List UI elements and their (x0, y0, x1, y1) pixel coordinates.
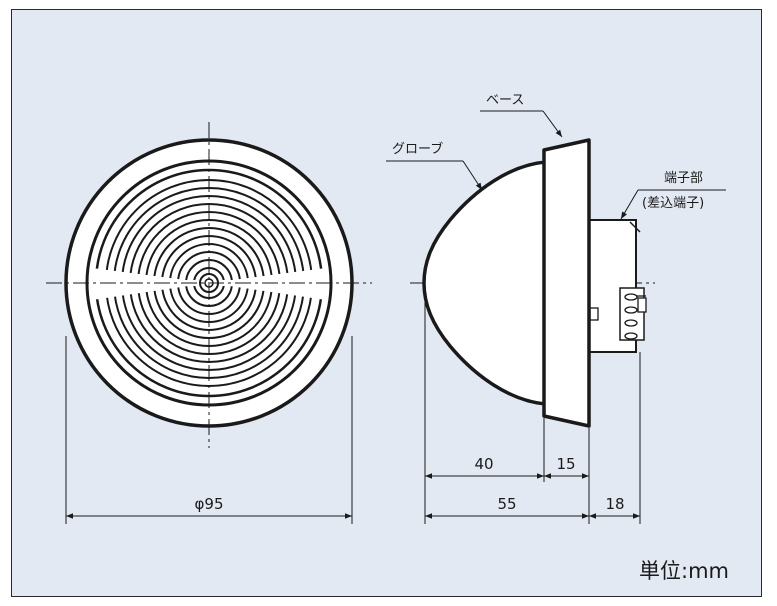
dim-globe-depth: 40 (474, 455, 493, 473)
dim-base-depth: 15 (556, 455, 575, 473)
front-view (46, 122, 372, 448)
callout-terminal: 端子部 (差込端子) (620, 171, 726, 220)
diameter-label: φ95 (195, 495, 224, 513)
callout-terminal-sub: (差込端子) (642, 196, 704, 211)
globe-dome (422, 160, 548, 406)
callout-base: ベース (480, 93, 563, 138)
callout-globe: グローブ (386, 141, 483, 191)
drawing-frame (11, 9, 762, 597)
callout-base-label: ベース (486, 93, 524, 108)
callout-globe-label: グローブ (392, 141, 443, 157)
unit-label: 単位:mm (639, 559, 729, 583)
callout-terminal-label: 端子部 (664, 171, 703, 186)
side-view (410, 138, 655, 428)
terminal-block (587, 219, 647, 353)
rib-gap-left (92, 268, 209, 300)
diameter-dimension: φ95 (65, 336, 353, 524)
dim-terminal-depth: 18 (605, 495, 624, 513)
side-dimensions (424, 290, 641, 524)
rib-gap-right (209, 268, 326, 300)
dim-body-depth: 55 (497, 495, 516, 513)
base-body (542, 138, 591, 428)
